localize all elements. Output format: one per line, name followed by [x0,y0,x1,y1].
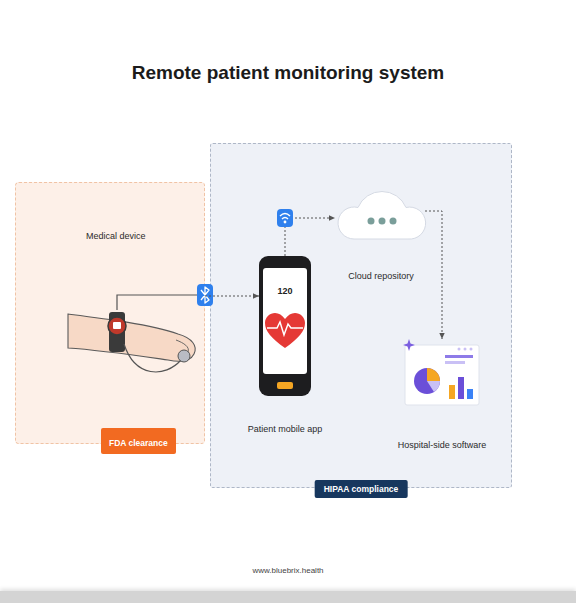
hand-line [176,340,188,352]
text-slot: Medical device [86,225,146,243]
cloud-dot [390,218,397,225]
wifi-arc [282,218,288,220]
wifi-arc [280,214,290,217]
bar [467,389,473,399]
pie-slice [427,381,440,392]
phone-screen [263,268,307,374]
wifi-icon [277,209,293,227]
watch-screen [113,322,121,329]
heart-rate-value: 120 [277,286,292,296]
pie-chart [414,368,440,394]
panel-heading: Medical device [86,231,146,241]
compliance-badge: HIPAA compliance [315,480,408,498]
wifi-dot [284,221,287,224]
title-slot: Remote patient monitoring system [0,62,576,84]
text-slot: HIPAA compliance [315,478,408,498]
dashed-connector [205,296,259,297]
arm [68,314,195,361]
hospital-software: Hospital-side software [401,339,483,411]
cloud-outline [338,192,426,240]
patient-phone: 120Patient mobile app [259,256,311,396]
device-panel: Medical deviceFDA clearance [15,182,205,444]
text-line [445,355,473,358]
compliance-panel: HIPAA compliance120Patient mobile appClo… [210,143,512,488]
device-cable [117,295,198,310]
footer-url: www.bluebrix.health [252,566,323,575]
text-line [445,361,465,364]
badge-text: FDA clearance [109,438,168,448]
pie-slice [427,368,440,381]
text-slot: 120 [259,280,311,298]
cloud-shape [336,181,426,246]
wifi-badge [277,209,293,227]
heart-icon [263,312,307,352]
cloud-repository: Cloud repository [336,181,426,246]
heart-shape [265,313,305,348]
bar [449,385,455,399]
sensor-cable [124,344,181,372]
finger-sensor [178,350,190,362]
text-slot: Cloud repository [348,265,414,283]
cloud-dot [379,218,386,225]
fda-badge: FDA clearance [101,428,176,454]
bar [458,377,464,399]
dashed-connector [285,218,335,256]
node-label: Hospital-side software [398,440,487,450]
node-label: Cloud repository [348,271,414,281]
window-dot [464,348,467,351]
cloud-dot [368,218,375,225]
dashboard-card [405,345,479,405]
window-dot [470,348,473,351]
footer-bar [0,591,576,603]
phone-button [277,382,293,389]
bluetooth-icon [197,284,213,306]
wrist-illustration [68,295,198,372]
text-slot: FDA clearance [109,432,168,450]
ecg-line [267,322,303,335]
window-dot [458,348,461,351]
sparkle [403,339,415,351]
diagram-title: Remote patient monitoring system [132,62,445,83]
watch-face [108,317,126,335]
node-label: Patient mobile app [248,424,323,434]
watch-band [109,312,125,352]
dashboard-illustration [401,339,483,411]
bluetooth-glyph [201,287,209,303]
label-layer: www.bluebrix.health [0,559,576,577]
text-slot: Patient mobile app [248,418,323,436]
dashed-connector [425,211,442,339]
bluetooth-badge [197,284,213,306]
text-slot: Hospital-side software [398,434,487,452]
